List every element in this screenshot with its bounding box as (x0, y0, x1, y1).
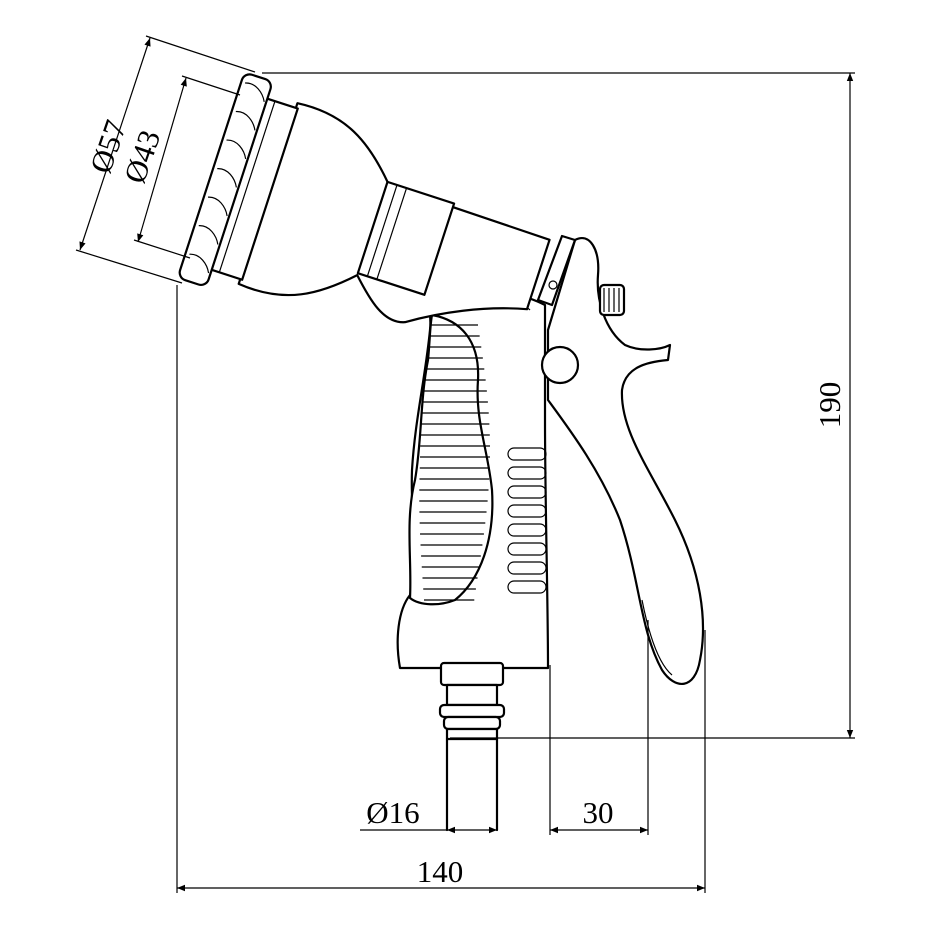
head-groove (189, 253, 210, 274)
head-groove (226, 139, 247, 160)
pivot-icon (540, 345, 580, 385)
head-groove (245, 82, 265, 102)
vent-slots (507, 447, 547, 594)
grip-ribs (419, 324, 490, 601)
hose-connector (438, 661, 506, 832)
head-groove (235, 110, 256, 131)
dim-connector: Ø16 (366, 795, 419, 830)
dim-height: 190 (812, 382, 847, 429)
vent-slot (507, 466, 547, 480)
vent-slot (507, 447, 547, 461)
dim-trigger-offset: 30 (583, 795, 614, 830)
head-groove (217, 168, 237, 188)
flow-knob (598, 283, 626, 317)
dim-overall-length: 140 (417, 854, 464, 889)
trigger-lever (536, 234, 705, 686)
head-groove (207, 196, 228, 217)
vent-slot (507, 504, 547, 518)
grip-pad (408, 313, 494, 606)
dimension-lines (75, 35, 855, 893)
nozzle-head (178, 73, 551, 324)
vent-slot (507, 523, 547, 537)
handle (396, 286, 550, 670)
vent-slot (507, 580, 547, 594)
vent-slot (507, 485, 547, 499)
vent-slot (507, 561, 547, 575)
vent-slot (507, 542, 547, 556)
head-groove (198, 225, 219, 245)
